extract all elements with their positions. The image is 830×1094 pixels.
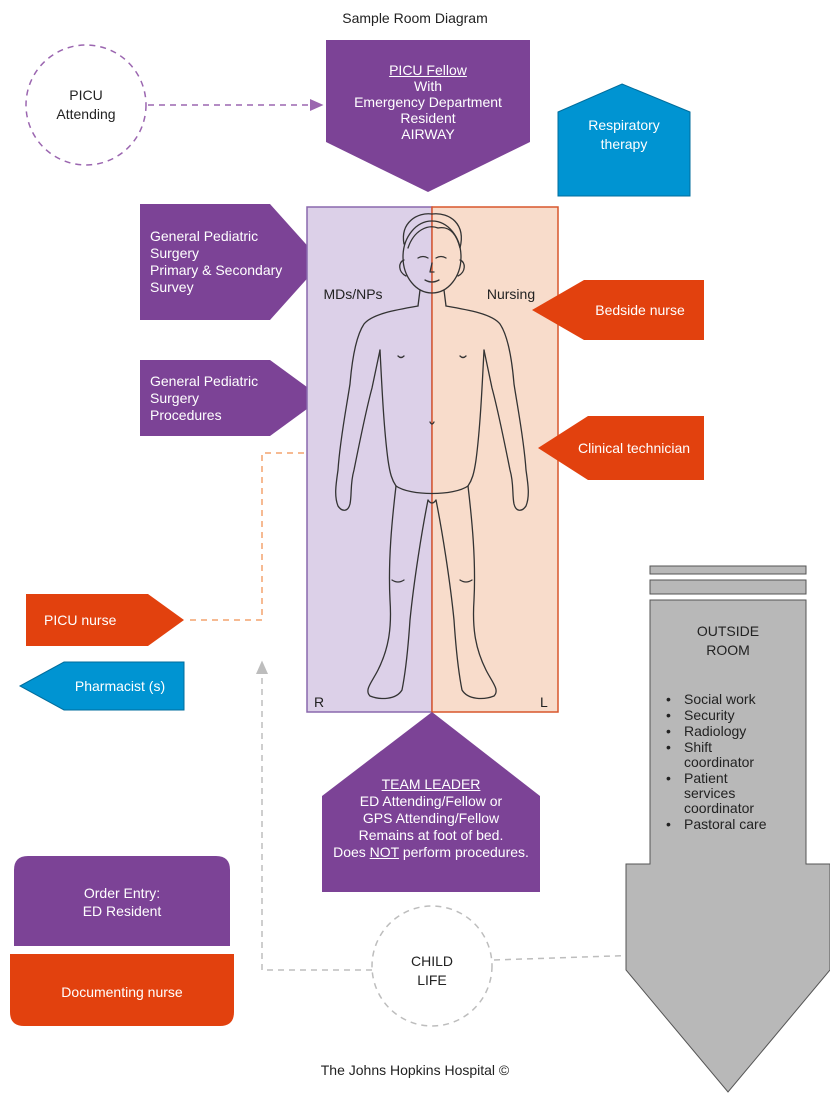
pharmacist-label: Pharmacist (s) <box>74 678 166 694</box>
diagram-title: Sample Room Diagram <box>342 10 488 26</box>
outside-item: Security <box>664 708 804 724</box>
team-leader-label: TEAM LEADER ED Attending/Fellow or GPS A… <box>322 776 540 861</box>
team-leader-line1: ED Attending/Fellow or <box>359 793 503 809</box>
team-leader-line4-pre: Does <box>333 844 370 860</box>
bed-right-half <box>431 206 559 713</box>
outside-room-arrow <box>625 599 830 1093</box>
team-leader-line3: Remains at foot of bed. <box>358 827 504 843</box>
picu-fellow-title: PICU Fellow <box>389 62 467 78</box>
gps-survey-label: General Pediatric Surgery Primary & Seco… <box>150 228 283 295</box>
gps-survey-shape <box>140 204 322 320</box>
gps-procedures-label: General Pediatric Surgery Procedures <box>150 373 259 423</box>
order-entry-shape <box>14 856 230 946</box>
picu-attending-label: PICU Attending <box>56 87 116 122</box>
respiratory-label: Respiratory therapy <box>588 117 660 152</box>
picu-fellow-label: PICU Fellow With Emergency Department Re… <box>330 62 526 142</box>
picu-attending-circle <box>25 44 147 166</box>
child-life-right-connector <box>493 949 645 962</box>
outside-item: Shift coordinator <box>664 740 804 770</box>
team-leader-title: TEAM LEADER <box>381 776 481 792</box>
picu-nurse-label: PICU nurse <box>44 612 117 628</box>
gps-procedures-shape <box>140 360 322 436</box>
clinical-tech-shape <box>538 416 704 480</box>
bed-mds-label: MDs/NPs <box>323 286 383 302</box>
outside-room-title: OUTSIDE ROOM <box>696 623 760 658</box>
team-leader-line4-not: NOT <box>369 844 399 860</box>
picu-fellow-details: With Emergency Department Resident AIRWA… <box>354 78 502 142</box>
team-leader-line4-post: perform procedures. <box>398 844 529 860</box>
picu-fellow-shape <box>326 40 530 192</box>
outside-bar-1 <box>649 565 807 575</box>
bedside-nurse-shape <box>532 280 704 340</box>
team-leader-shape <box>322 712 540 892</box>
pharmacist-shape <box>18 661 185 711</box>
child-life-label: CHILD LIFE <box>410 953 453 988</box>
outside-item: Radiology <box>664 724 804 740</box>
order-entry-label: Order Entry: ED Resident <box>82 885 162 919</box>
picu-nurse-connector <box>190 452 307 621</box>
bedside-nurse-label: Bedside nurse <box>595 302 685 318</box>
respiratory-shape <box>557 83 691 197</box>
bed-left-half <box>306 206 433 713</box>
bed-corner-r: R <box>314 694 325 710</box>
outside-item: Pastoral care <box>664 817 804 833</box>
copyright-footer: The Johns Hopkins Hospital © <box>320 1062 510 1078</box>
child-life-circle <box>371 905 493 1027</box>
team-leader-line2: GPS Attending/Fellow <box>362 810 500 826</box>
outside-item: Patient services coordinator <box>664 771 804 816</box>
outside-item: Social work <box>664 692 804 708</box>
child-life-left-connector <box>256 660 372 971</box>
outside-room-list: Social work Security Radiology Shift coo… <box>664 692 804 833</box>
child-figure <box>335 213 529 700</box>
outside-bar-2 <box>649 579 807 595</box>
documenting-nurse-shape <box>10 954 234 1026</box>
documenting-nurse-label: Documenting nurse <box>61 984 183 1000</box>
bed-nursing-label: Nursing <box>486 286 536 302</box>
clinical-tech-label: Clinical technician <box>577 440 691 456</box>
bed-corner-l: L <box>540 694 548 710</box>
team-leader-line4: Does NOT perform procedures. <box>322 844 540 861</box>
picu-nurse-shape <box>26 594 184 646</box>
